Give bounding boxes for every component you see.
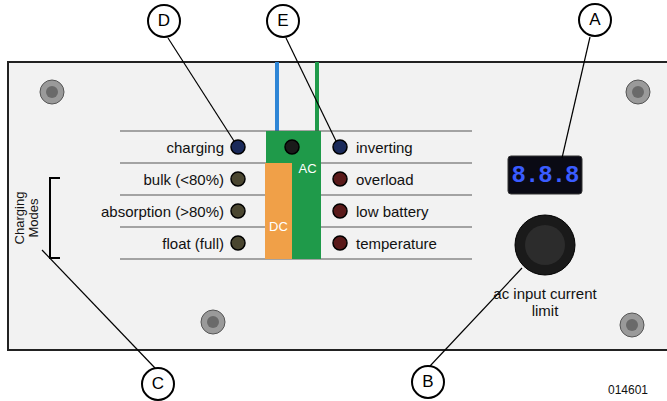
indicator-label: float (full) xyxy=(162,235,224,252)
figure-number: 014601 xyxy=(608,383,648,397)
callout-text: E xyxy=(277,11,288,31)
callout-text: D xyxy=(158,11,170,31)
indicator-label: overload xyxy=(356,171,414,188)
dc-band: DC xyxy=(265,163,292,259)
group-label: Charging Modes xyxy=(13,182,41,254)
current-limit-knob xyxy=(515,215,575,275)
indicator-label: inverting xyxy=(356,139,413,156)
band-text: DC xyxy=(265,219,292,234)
knob-label: ac input current limit xyxy=(490,285,600,319)
row-lines xyxy=(120,131,472,259)
indicator-led xyxy=(231,140,245,154)
callout-letter: D xyxy=(147,4,181,38)
callout-letter: C xyxy=(141,367,175,401)
display-readout: 8.8.8 xyxy=(511,162,578,189)
bracket xyxy=(50,178,60,258)
indicator-label: temperature xyxy=(356,235,437,252)
panel-face xyxy=(8,62,667,350)
knob-cap xyxy=(525,225,565,265)
led-display xyxy=(508,156,582,194)
indicator-label: low battery xyxy=(356,203,429,220)
green-wire xyxy=(315,62,319,131)
indicator-led xyxy=(333,172,347,186)
leader-lines xyxy=(42,37,590,368)
indicator-label: charging xyxy=(166,139,224,156)
indicator-led xyxy=(231,204,245,218)
callout-letter: B xyxy=(411,365,445,399)
indicator-led xyxy=(231,172,245,186)
indicator-led xyxy=(333,140,347,154)
callout-letter: A xyxy=(578,3,612,37)
indicator-led xyxy=(285,140,299,154)
callout-text: C xyxy=(152,374,164,394)
indicator-led xyxy=(231,236,245,250)
callout-text: A xyxy=(589,10,600,30)
band-text: AC xyxy=(294,161,321,176)
callout-text: B xyxy=(422,372,433,392)
blue-wire xyxy=(275,62,279,131)
indicator-label: bulk (<80%) xyxy=(144,171,224,188)
indicator-led xyxy=(333,204,347,218)
indicator-label: absorption (>80%) xyxy=(101,203,224,220)
indicator-led xyxy=(333,236,347,250)
screws xyxy=(40,80,650,337)
callout-letter: E xyxy=(266,4,300,38)
